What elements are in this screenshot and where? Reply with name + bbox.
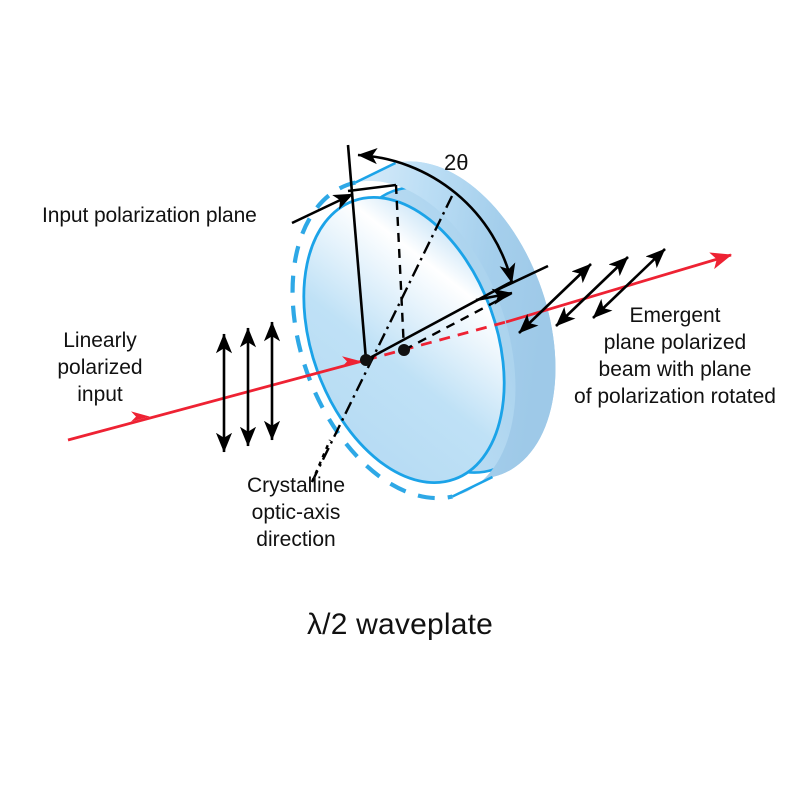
input-plane-vertical-line: [346, 144, 368, 361]
output-plane-back-dashed: [403, 291, 513, 352]
angle-arc-2theta: [357, 148, 516, 284]
incoming-beam-arrowhead-2: [342, 356, 362, 367]
front-face-centre-dot: [360, 354, 372, 366]
input-plane-leader-arrow: [291, 192, 354, 225]
back-face-centre-dot: [398, 344, 410, 356]
plate-silhouette-bottom: [451, 475, 494, 498]
label-emergent-beam: Emergent plane polarized beam with plane…: [574, 304, 776, 408]
emergent-polarization-arrow-3: [592, 248, 666, 319]
figure-title: λ/2 waveplate: [306, 608, 494, 641]
input-polarization-arrows: [215, 321, 281, 453]
crystalline-axis-leader: [310, 439, 332, 483]
output-plane-tilt-line: [365, 279, 514, 362]
label-linearly-polarized-input: Linearly polarized input: [57, 329, 143, 406]
output-polarization-plane-lines: [365, 264, 549, 362]
output-plane-rim-segment: [475, 288, 513, 305]
input-plane-top-segment: [347, 183, 397, 193]
label-angle-2theta: 2θ: [444, 150, 469, 175]
label-crystalline-optic-axis: Crystalline optic-axis direction: [246, 474, 346, 551]
incoming-beam-arrowhead-1: [131, 411, 150, 422]
beam-inside-plate-dashed: [365, 320, 507, 362]
emergent-polarization-arrows: [518, 248, 666, 334]
label-input-polarization-plane: Input polarization plane: [42, 204, 257, 227]
plate-hidden-edge-dashed: [290, 180, 453, 501]
output-plane-outer-ray: [496, 264, 549, 292]
